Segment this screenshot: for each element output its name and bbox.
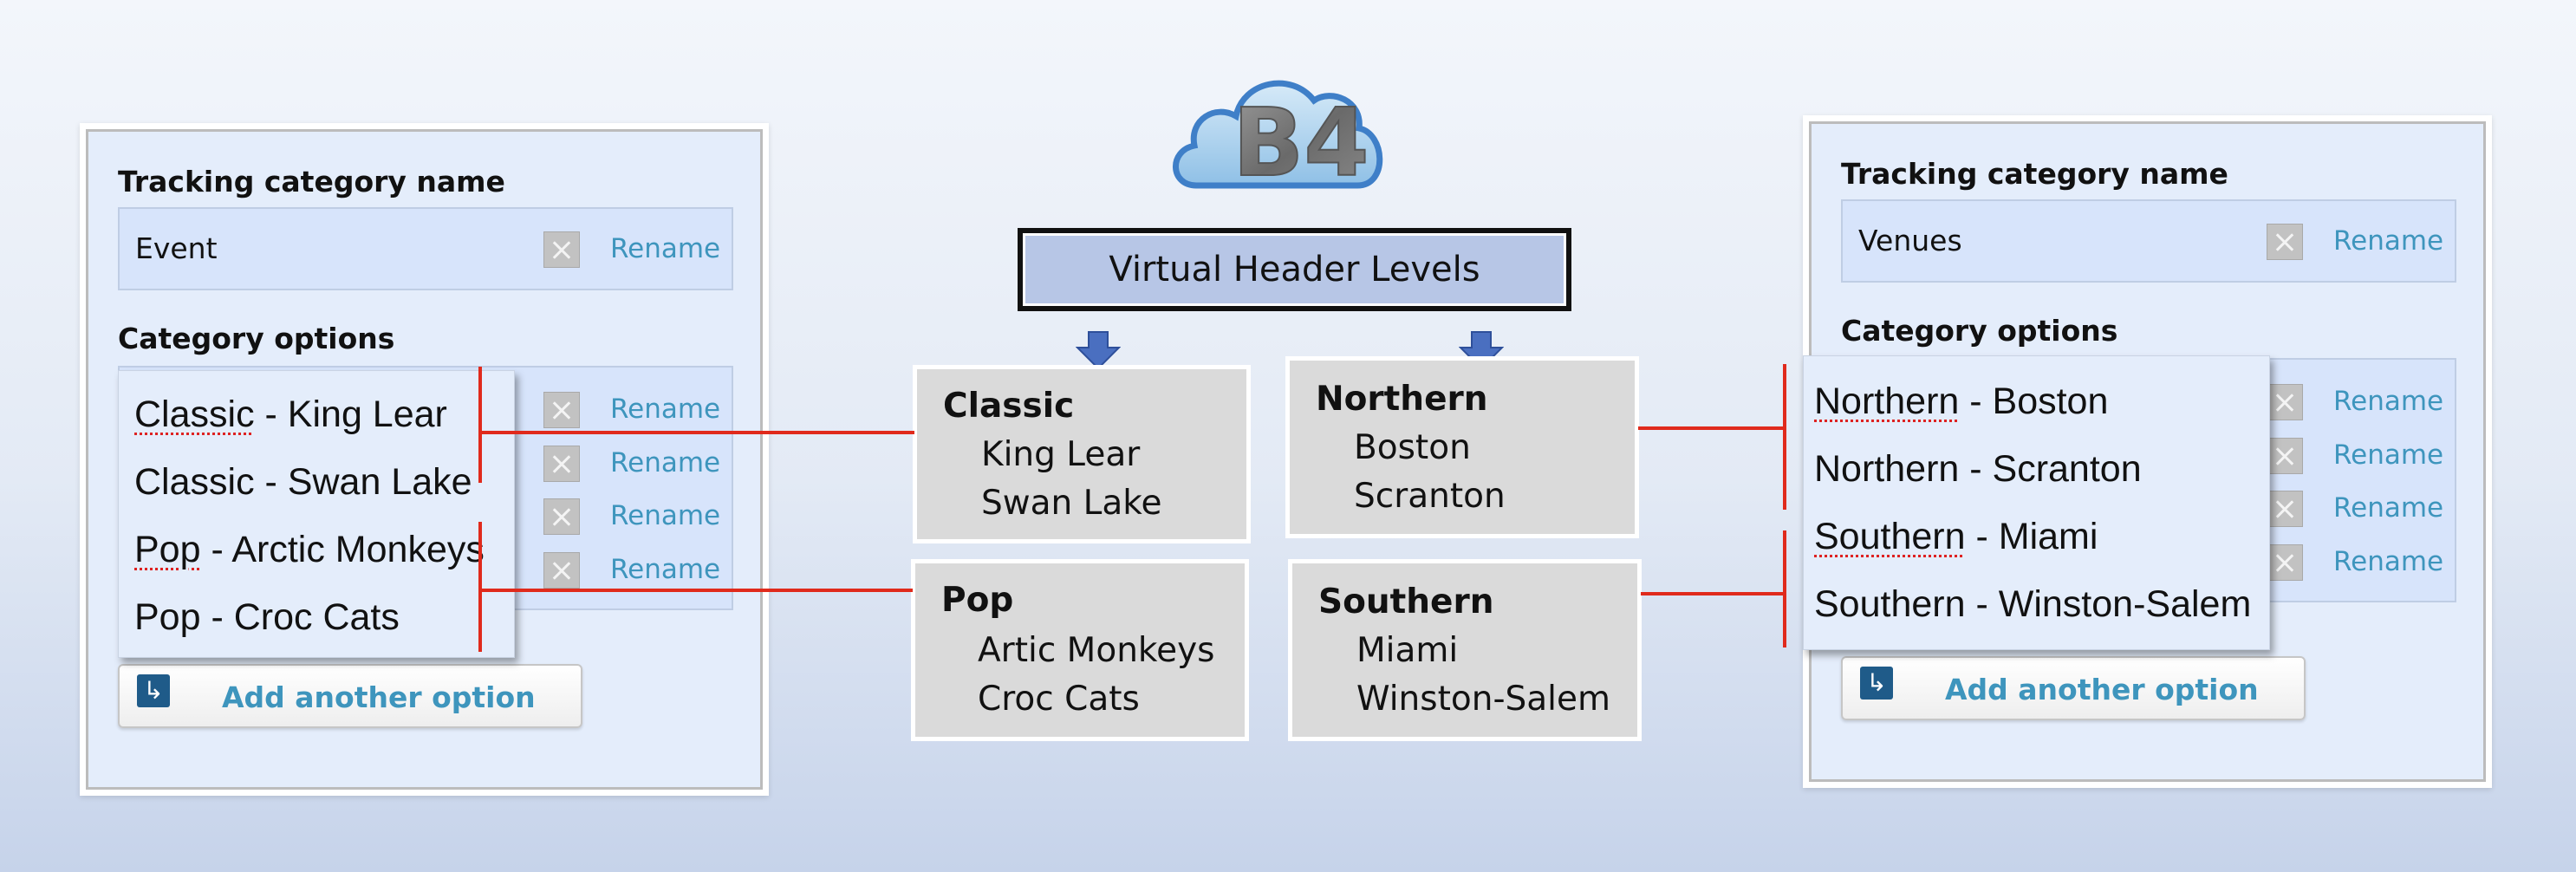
group-item: King Lear [981,435,1141,474]
connector-line-classic [478,431,914,434]
left-option-delete-icon[interactable] [543,552,580,589]
left-option-rename-link[interactable]: Rename [610,447,721,478]
right-overlay-item: Northern - Boston [1814,381,2109,422]
connector-line-pop [478,589,913,592]
connector-bracket-pop [478,522,482,652]
group-item: Miami [1356,631,1459,670]
left-name-rename-link[interactable]: Rename [610,233,721,264]
right-option-rename-link[interactable]: Rename [2333,439,2444,471]
b4-cloud-logo: B4 [1173,80,1383,198]
group-title: Classic [943,387,1075,426]
left-option-rename-link[interactable]: Rename [610,554,721,585]
right-option-rename-link[interactable]: Rename [2333,546,2444,577]
group-item: Boston [1354,428,1471,467]
down-arrow-icon [1076,331,1121,370]
group-item: Winston-Salem [1356,680,1610,719]
right-option-rename-link[interactable]: Rename [2333,492,2444,524]
group-title: Pop [941,581,1014,620]
group-item: Swan Lake [981,484,1162,523]
right-name-rename-link[interactable]: Rename [2333,225,2444,257]
group-item: Croc Cats [978,680,1140,719]
right-option-delete-icon[interactable] [2267,491,2303,527]
left-name-delete-icon[interactable] [543,231,580,268]
left-options-overlay: Classic - King Lear Classic - Swan Lake … [118,370,515,658]
right-name-heading: Tracking category name [1841,157,2228,191]
right-options-overlay: Northern - Boston Northern - Scranton So… [1803,355,2270,650]
right-option-delete-icon[interactable] [2267,544,2303,581]
group-item: Scranton [1354,477,1506,516]
left-overlay-item: Pop - Arctic Monkeys [134,529,485,570]
connector-line-northern [1638,426,1786,430]
group-box-pop: Pop Artic Monkeys Croc Cats [911,559,1249,741]
left-option-rename-link[interactable]: Rename [610,394,721,425]
left-add-option-button[interactable]: ↳ Add another option [118,664,582,728]
group-box-classic: Classic King Lear Swan Lake [913,365,1251,543]
left-name-field[interactable]: Event Rename [118,207,733,290]
right-options-heading: Category options [1841,314,2118,348]
left-overlay-item: Pop - Croc Cats [134,596,400,638]
connector-bracket-classic [478,367,482,483]
virtual-header-title: Virtual Header Levels [1023,233,1566,306]
right-option-delete-icon[interactable] [2267,438,2303,474]
left-overlay-item: Classic - King Lear [134,394,447,435]
right-name-value: Venues [1858,224,1962,257]
right-overlay-item: Northern - Scranton [1814,448,2142,490]
right-add-option-button[interactable]: ↳ Add another option [1841,656,2306,720]
group-box-northern: Northern Boston Scranton [1285,356,1639,538]
right-overlay-item: Southern - Winston-Salem [1814,583,2252,625]
left-option-delete-icon[interactable] [543,392,580,428]
left-option-delete-icon[interactable] [543,498,580,535]
right-add-option-label: Add another option [1945,673,2259,706]
left-options-heading: Category options [118,322,395,355]
left-option-delete-icon[interactable] [543,446,580,482]
left-overlay-item: Classic - Swan Lake [134,461,472,503]
left-add-option-label: Add another option [222,680,536,714]
connector-line-southern [1641,592,1786,595]
group-item: Artic Monkeys [978,631,1215,670]
logo-text: B4 [1233,89,1369,198]
connector-bracket-southern [1783,530,1786,647]
left-name-value: Event [135,231,218,265]
group-title: Northern [1316,380,1488,419]
virtual-header-box: Virtual Header Levels [1018,228,1571,311]
left-option-rename-link[interactable]: Rename [610,500,721,531]
group-box-southern: Southern Miami Winston-Salem [1288,559,1642,741]
right-option-delete-icon[interactable] [2267,384,2303,420]
right-option-rename-link[interactable]: Rename [2333,386,2444,417]
right-name-field[interactable]: Venues Rename [1841,199,2456,283]
right-name-delete-icon[interactable] [2267,224,2303,260]
left-name-heading: Tracking category name [118,165,505,198]
add-arrow-icon: ↳ [137,674,170,707]
right-overlay-item: Southern - Miami [1814,516,2098,557]
group-title: Southern [1318,582,1494,621]
connector-bracket-northern [1783,364,1786,510]
add-arrow-icon: ↳ [1860,667,1893,700]
